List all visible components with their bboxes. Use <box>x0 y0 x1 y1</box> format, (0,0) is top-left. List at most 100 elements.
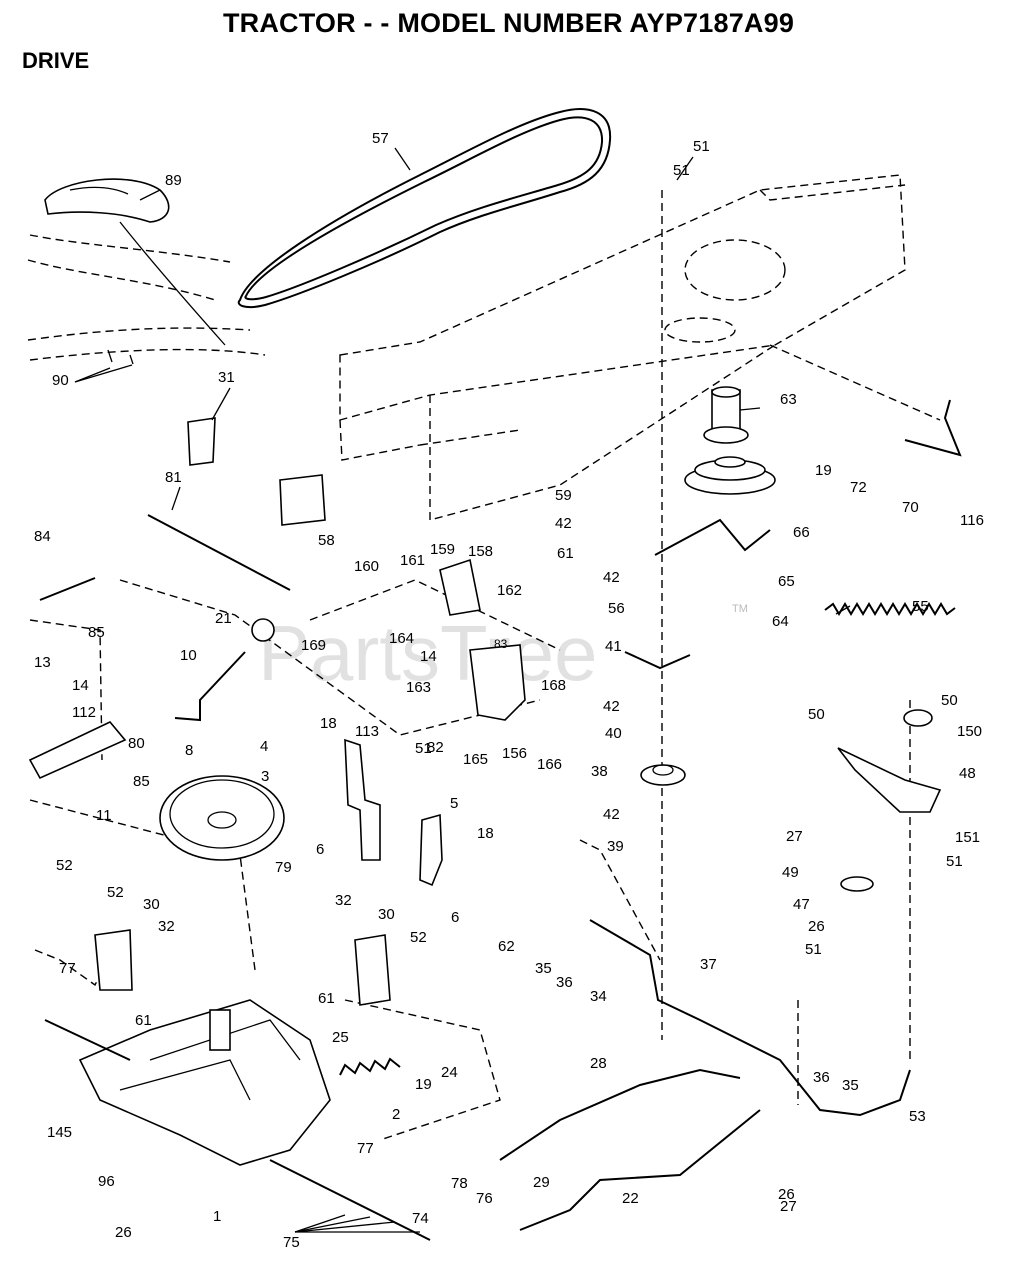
callout-32: 32 <box>335 892 352 909</box>
callout-80: 80 <box>128 735 145 752</box>
callout-41: 41 <box>605 638 622 655</box>
callout-75: 75 <box>283 1234 300 1251</box>
callout-163: 163 <box>406 679 431 696</box>
brake-lever-rod <box>147 514 291 591</box>
callout-53: 53 <box>909 1108 926 1125</box>
rod-70 <box>904 399 962 457</box>
callout-5: 5 <box>450 795 458 812</box>
callout-8: 8 <box>185 742 193 759</box>
bracket-80 <box>28 721 127 780</box>
callout-11: 11 <box>96 807 112 824</box>
callout-27: 27 <box>786 828 803 845</box>
callout-28: 28 <box>590 1055 607 1072</box>
callout-42: 42 <box>603 806 620 823</box>
callout-4: 4 <box>260 738 268 755</box>
leader-arrows <box>74 147 851 1233</box>
callout-58: 58 <box>318 532 335 549</box>
callout-26: 26 <box>778 1186 795 1203</box>
callout-158: 158 <box>468 543 493 560</box>
callout-113: 113 <box>355 723 379 740</box>
callout-14: 14 <box>72 677 89 694</box>
clutch-rod <box>39 577 96 601</box>
callout-38: 38 <box>591 763 608 780</box>
callout-61: 61 <box>135 1012 152 1029</box>
callout-84: 84 <box>34 528 51 545</box>
callout-2: 2 <box>392 1106 400 1123</box>
callout-14: 14 <box>420 648 437 665</box>
bracket-5 <box>419 813 443 887</box>
callout-165: 165 <box>463 751 488 768</box>
callout-169: 169 <box>301 637 326 654</box>
flat-idler <box>903 709 933 727</box>
callout-57: 57 <box>372 130 389 147</box>
callout-59: 59 <box>555 487 572 504</box>
callout-30: 30 <box>143 896 160 913</box>
frame <box>339 174 941 521</box>
shift-rod <box>589 919 911 1117</box>
callout-19: 19 <box>815 462 832 479</box>
callout-35: 35 <box>842 1077 859 1094</box>
pulley-47 <box>840 876 874 892</box>
callout-55: 55 <box>912 598 929 615</box>
callout-52: 52 <box>56 857 73 874</box>
callout-6: 6 <box>451 909 459 926</box>
section-label: DRIVE <box>22 48 90 73</box>
callout-63: 63 <box>780 391 797 408</box>
callout-81: 81 <box>165 469 182 486</box>
callout-39: 39 <box>607 838 624 855</box>
bracket-30a <box>94 929 133 991</box>
callout-10: 10 <box>180 647 197 664</box>
callout-51: 51 <box>415 740 432 757</box>
callout-96: 96 <box>98 1173 115 1190</box>
callout-150: 150 <box>957 723 982 740</box>
callout-36: 36 <box>813 1069 830 1086</box>
callout-65: 65 <box>778 573 795 590</box>
callout-31: 31 <box>218 369 235 386</box>
callout-50: 50 <box>941 692 958 709</box>
callout-166: 166 <box>537 756 562 773</box>
callout-90: 90 <box>52 372 69 389</box>
idler-pulley <box>640 764 686 786</box>
transmission-pulley <box>159 775 285 861</box>
callout-72: 72 <box>850 479 867 496</box>
callout-42: 42 <box>555 515 572 532</box>
callout-76: 76 <box>476 1190 493 1207</box>
callout-82: 82 <box>427 739 444 756</box>
callout-6: 6 <box>316 841 324 858</box>
watermark: PartsTree <box>258 609 598 697</box>
callout-168: 168 <box>541 677 566 694</box>
callout-156: 156 <box>502 745 527 762</box>
callout-36: 36 <box>556 974 573 991</box>
transaxle <box>44 999 431 1241</box>
callout-151: 151 <box>955 829 980 846</box>
callout-78: 78 <box>451 1175 468 1192</box>
callout-21: 21 <box>215 610 232 627</box>
callout-162: 162 <box>497 582 522 599</box>
callout-37: 37 <box>700 956 717 973</box>
callout-26: 26 <box>808 918 825 935</box>
callout-19: 19 <box>415 1076 432 1093</box>
callout-51: 51 <box>946 853 963 870</box>
callout-29: 29 <box>533 1174 550 1191</box>
callout-116: 116 <box>960 512 984 529</box>
callout-52: 52 <box>107 884 124 901</box>
callout-159: 159 <box>430 541 455 558</box>
callout-27: 27 <box>780 1198 797 1215</box>
callout-32: 32 <box>158 918 175 935</box>
callout-40: 40 <box>605 725 622 742</box>
callout-77: 77 <box>59 960 76 977</box>
callout-26: 26 <box>115 1224 132 1241</box>
idler-bracket <box>837 747 942 813</box>
leader-lines <box>29 190 911 1141</box>
callout-112: 112 <box>72 704 96 721</box>
callout-1: 1 <box>213 1208 221 1225</box>
seat-area <box>27 178 266 365</box>
callout-25: 25 <box>332 1029 349 1046</box>
bracket-58 <box>279 474 326 526</box>
bracket-113 <box>344 738 381 861</box>
watermark-tm: TM <box>732 603 748 615</box>
callout-83: 83 <box>494 637 508 651</box>
callout-48: 48 <box>959 765 976 782</box>
callout-18: 18 <box>320 715 337 732</box>
